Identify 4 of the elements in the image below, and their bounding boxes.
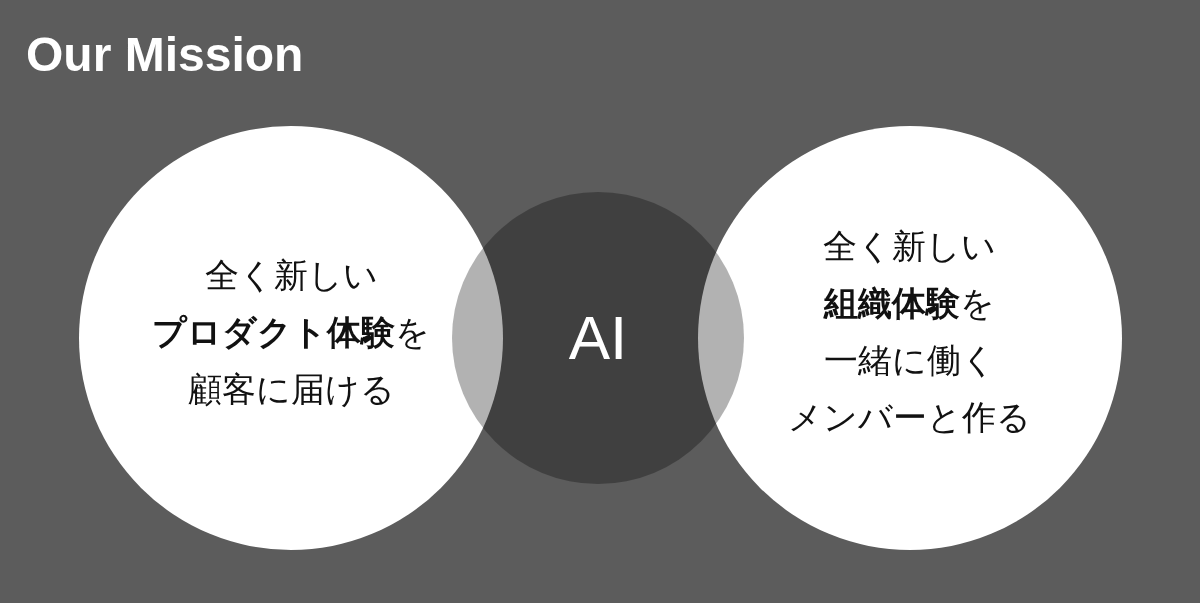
- circle-label: AI: [568, 306, 628, 369]
- circle-label: 全く新しいプロダクト体験を顧客に届ける: [151, 253, 431, 410]
- title: Our Mission: [26, 31, 304, 79]
- circle-label: 全く新しい組織体験を一緒に働くメンバーと作る: [787, 224, 1032, 439]
